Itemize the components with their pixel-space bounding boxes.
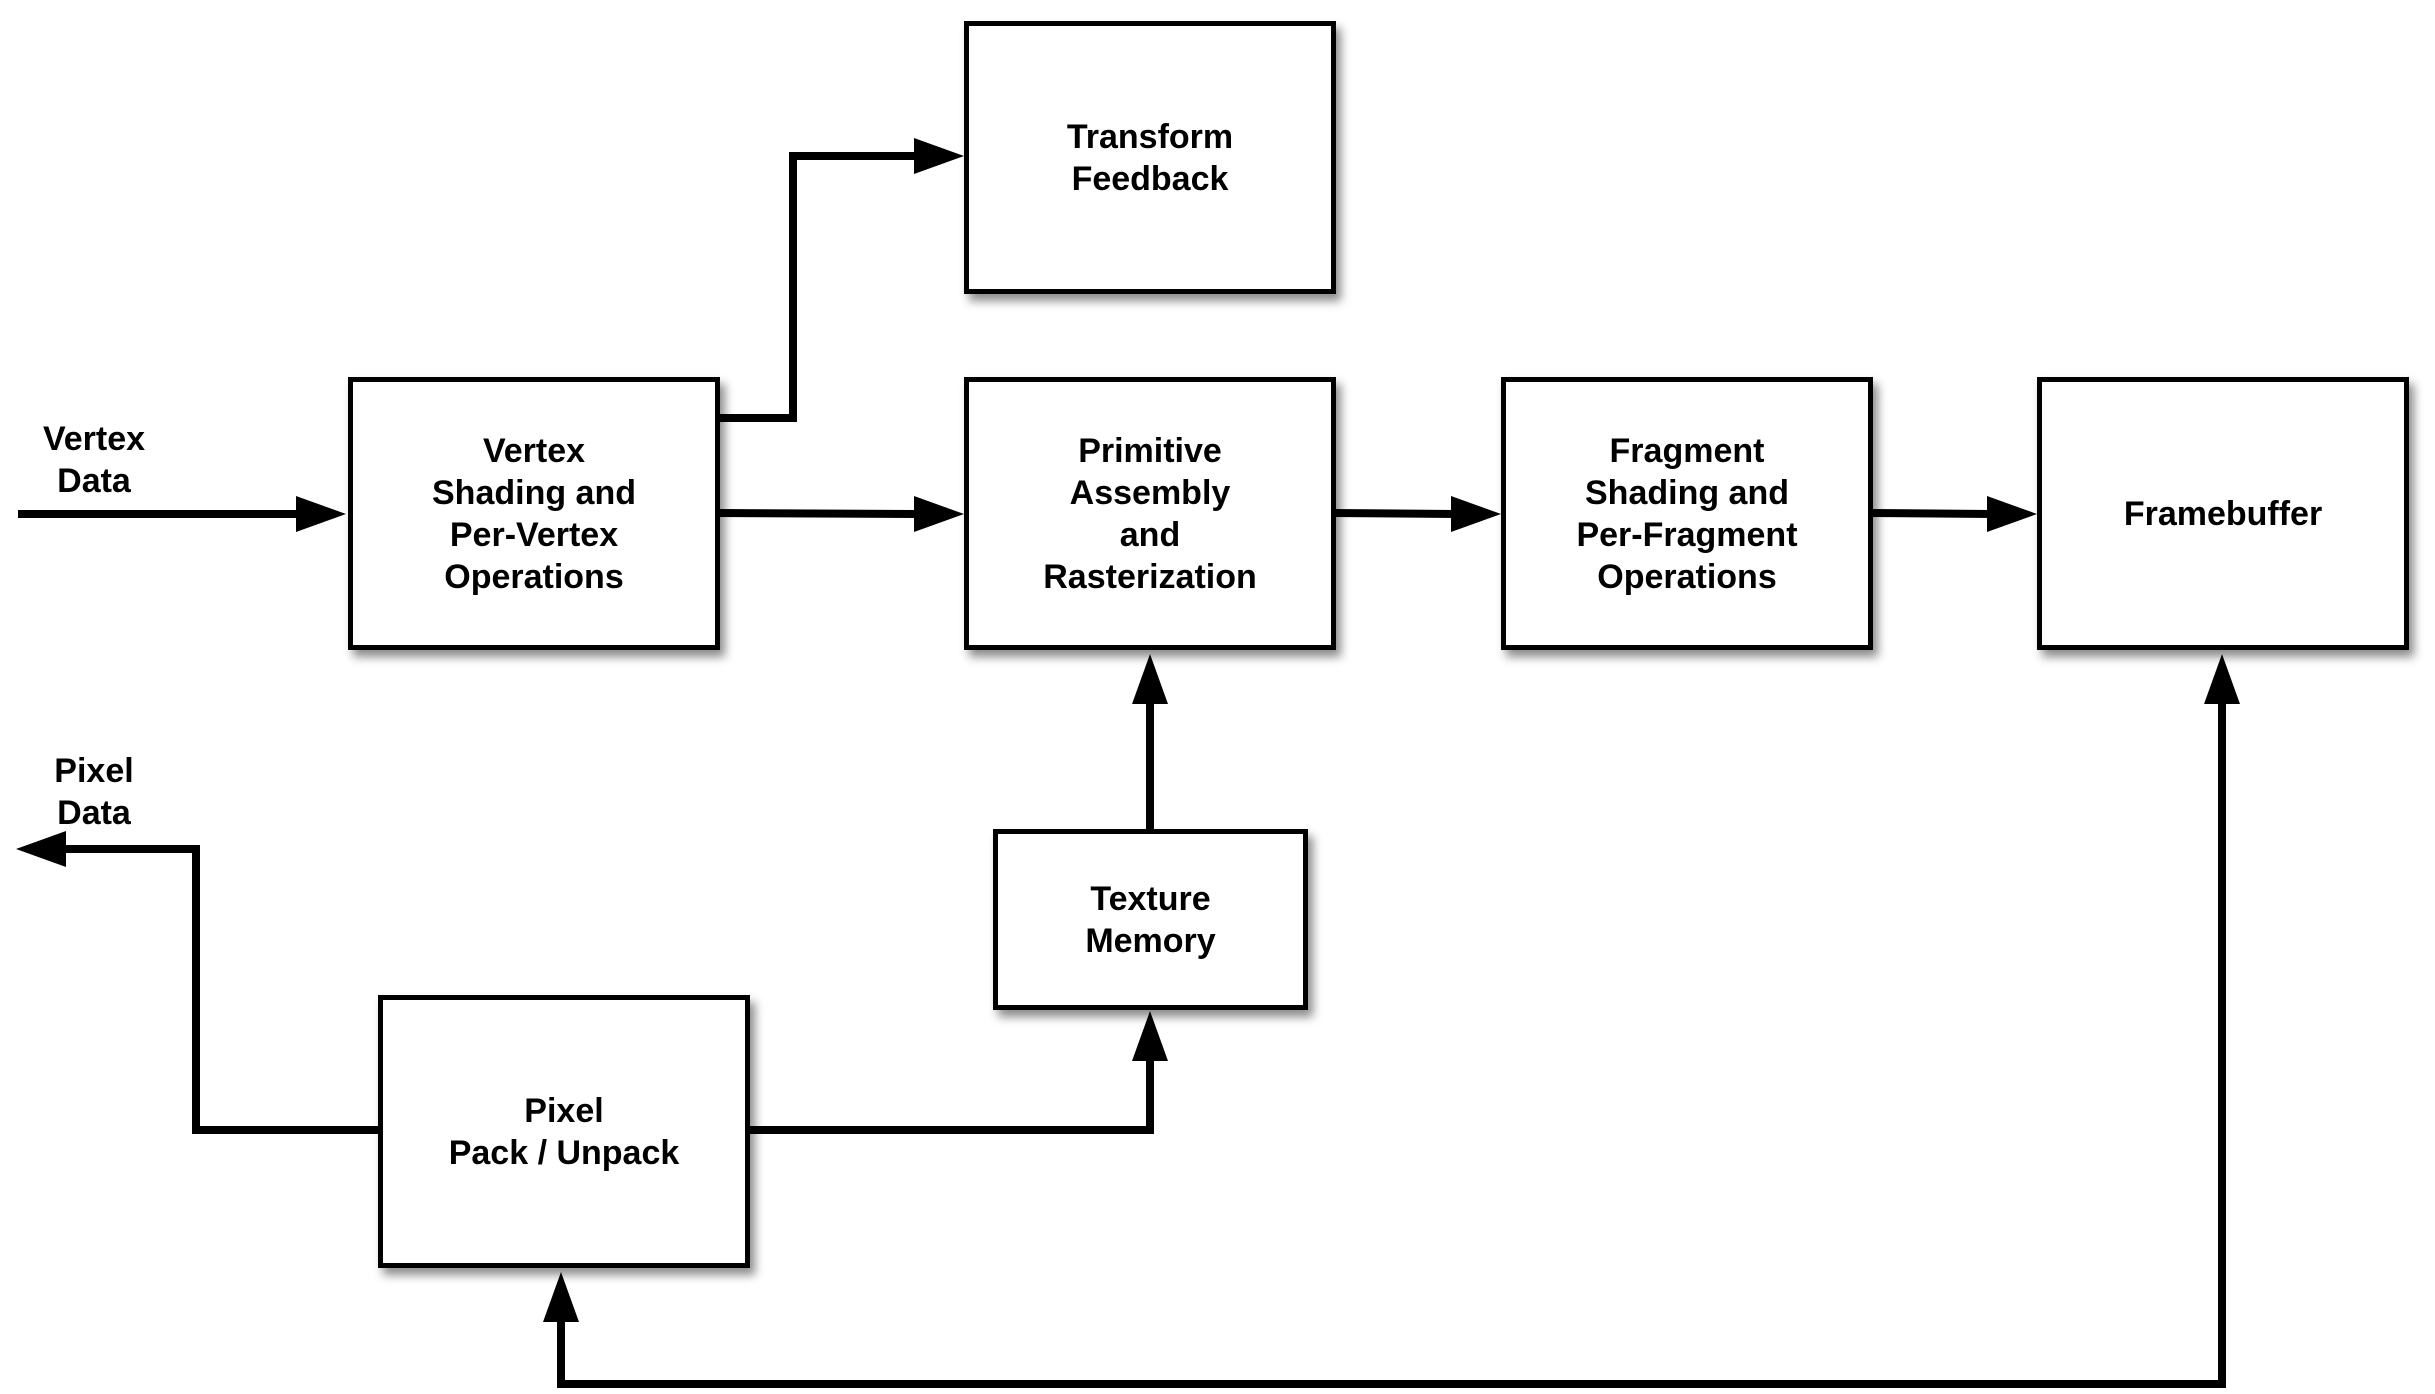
arrowhead	[1132, 1011, 1168, 1061]
framebuffer-node: Framebuffer	[2037, 377, 2409, 650]
edge-primitiveassembly-to-fragmentshading	[1333, 509, 1456, 518]
transform-feedback-node: Transform Feedback	[964, 21, 1336, 294]
arrowhead	[2204, 654, 2240, 704]
arrowhead	[914, 138, 964, 174]
pixel-pack-unpack-node: Pixel Pack / Unpack	[378, 995, 750, 1268]
vertex-shading-label: Vertex Shading and Per-Vertex Operations	[432, 431, 636, 596]
edge-vertexshading-to-transformfeedback	[718, 152, 918, 422]
pixel-data-text: Pixel Data	[54, 752, 134, 832]
arrowhead	[296, 496, 346, 532]
transform-feedback-label: Transform Feedback	[1066, 117, 1234, 198]
arrowhead	[1987, 496, 2037, 532]
pixel-pack-unpack-label: Pixel Pack / Unpack	[448, 1091, 680, 1172]
arrowhead	[1451, 496, 1501, 532]
edge-fragmentshading-to-framebuffer	[1870, 509, 1992, 518]
arrowhead	[1132, 654, 1168, 704]
primitive-assembly-label: Primitive Assembly and Rasterization	[1043, 431, 1257, 596]
framebuffer-label: Framebuffer	[2123, 494, 2323, 533]
edge-framebuffer-to-pixelpack	[557, 701, 2226, 1388]
fragment-shading-node: Fragment Shading and Per-Fragment Operat…	[1501, 377, 1873, 650]
fragment-shading-label: Fragment Shading and Per-Fragment Operat…	[1576, 431, 1798, 596]
vertex-data-text: Vertex Data	[42, 420, 146, 500]
texture-memory-label: Texture Memory	[1085, 879, 1216, 960]
pixel-data-label: Pixel Data	[14, 708, 174, 834]
primitive-assembly-node: Primitive Assembly and Rasterization	[964, 377, 1336, 650]
edge-vertexshading-to-primitiveassembly	[717, 509, 919, 518]
edge-pixelpack-to-texturememory	[745, 1057, 1154, 1134]
texture-memory-node: Texture Memory	[993, 829, 1308, 1010]
edge-pixelpack-to-pixeldata	[62, 845, 383, 1134]
vertex-data-label: Vertex Data	[14, 376, 174, 502]
arrowhead	[16, 831, 66, 867]
arrowhead	[914, 496, 964, 532]
vertex-shading-node: Vertex Shading and Per-Vertex Operations	[348, 377, 720, 650]
arrowhead	[543, 1272, 579, 1322]
